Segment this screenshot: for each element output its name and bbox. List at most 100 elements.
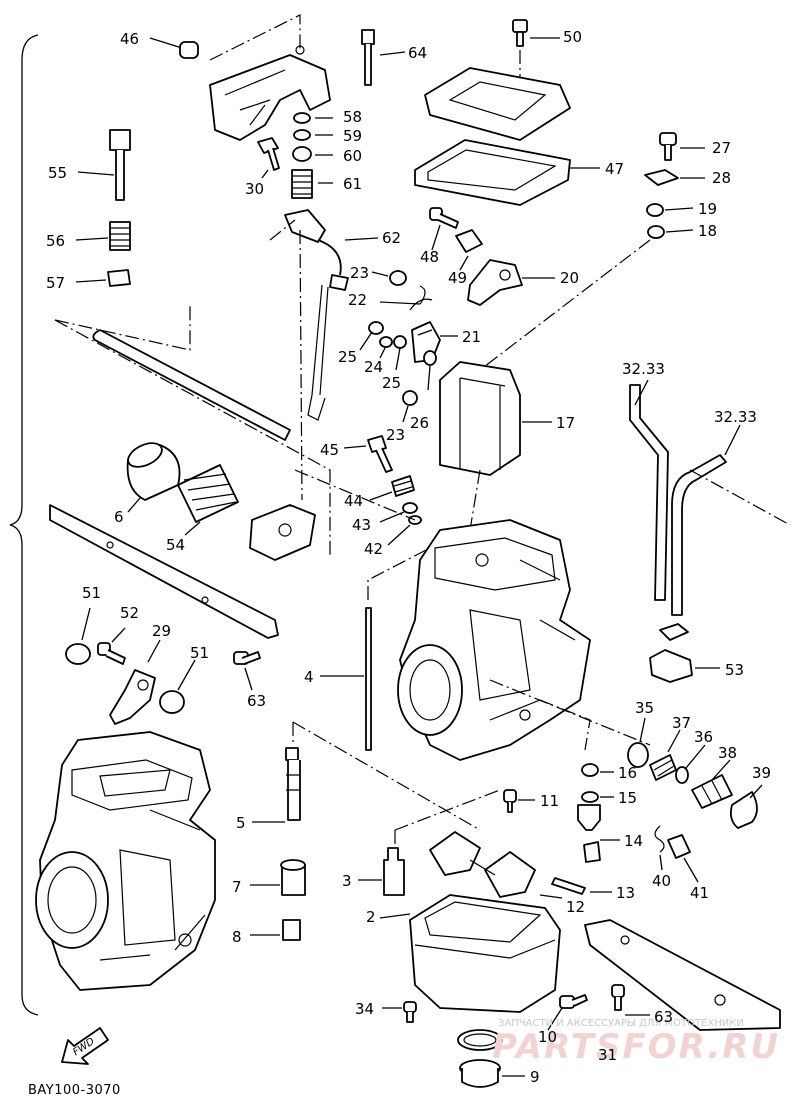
label-40: 40 xyxy=(652,872,671,890)
label-4: 4 xyxy=(304,668,314,686)
label-51b: 51 xyxy=(190,644,209,662)
label-57: 57 xyxy=(46,274,65,292)
sleeve-part-6 xyxy=(126,442,181,501)
label-53: 53 xyxy=(725,661,744,679)
screw-part-48 xyxy=(429,207,459,229)
label-28: 28 xyxy=(712,169,731,187)
needle-jet-part-5 xyxy=(285,747,301,821)
collar-part-46 xyxy=(179,41,199,59)
valve-seat-part-14 xyxy=(577,804,601,863)
washer-part-25b xyxy=(393,335,407,349)
cap-part-35 xyxy=(627,742,649,768)
leader-46 xyxy=(149,37,183,49)
label-38: 38 xyxy=(718,744,737,762)
washer-part-58 xyxy=(293,112,311,124)
label-8: 8 xyxy=(232,928,242,946)
label-39: 39 xyxy=(752,764,771,782)
lever-part-20 xyxy=(467,259,523,306)
label-15: 15 xyxy=(618,789,637,807)
spring-part-37 xyxy=(649,754,677,781)
bushing-part-51b xyxy=(159,690,185,714)
label-44: 44 xyxy=(344,492,363,510)
label-34: 34 xyxy=(355,1000,374,1018)
washer-part-25a xyxy=(368,321,384,335)
washer-part-19 xyxy=(646,203,664,217)
top-cover xyxy=(424,67,571,141)
bracket-part-53 xyxy=(649,623,693,683)
idle-screw-part-55 xyxy=(109,129,131,201)
label-6: 6 xyxy=(114,508,124,526)
pin-part-13 xyxy=(551,877,586,895)
sensor-part-62 xyxy=(284,209,349,291)
label-22: 22 xyxy=(348,291,367,309)
main-jet-part-8 xyxy=(282,919,301,941)
float-part-12 xyxy=(429,831,536,898)
label-17: 17 xyxy=(556,414,575,432)
label-55: 55 xyxy=(48,164,67,182)
screw-part-10 xyxy=(559,994,588,1009)
label-59: 59 xyxy=(343,127,362,145)
cap-part-39 xyxy=(729,791,758,829)
screw-part-34 xyxy=(403,1001,417,1023)
label-9: 9 xyxy=(530,1068,540,1086)
washer-part-57 xyxy=(107,269,131,287)
watermark-text: ЗАПЧАСТИ И АКСЕССУАРЫ ДЛЯ МОТОТЕХНИКИ xyxy=(498,1018,744,1029)
label-31: 31 xyxy=(598,1046,617,1064)
screw-part-52 xyxy=(97,642,126,665)
label-32-33a: 32.33 xyxy=(622,360,665,378)
spring-part-61 xyxy=(291,169,313,199)
label-41: 41 xyxy=(690,884,709,902)
bushing-part-51a xyxy=(65,643,91,665)
drain-plug-part-9 xyxy=(459,1059,501,1088)
throttle-plate xyxy=(249,504,316,561)
label-30: 30 xyxy=(245,180,264,198)
link-bar-right xyxy=(584,919,781,1031)
label-29: 29 xyxy=(152,622,171,640)
diagram-code: BAY100-3070 xyxy=(28,1083,121,1098)
screw-part-30 xyxy=(257,137,280,171)
label-27: 27 xyxy=(712,139,731,157)
label-49: 49 xyxy=(448,269,467,287)
screw-part-63b xyxy=(611,984,625,1011)
washer-part-24 xyxy=(379,336,393,348)
throttle-bracket xyxy=(209,45,331,141)
label-25a: 25 xyxy=(338,348,357,366)
forward-direction-arrow: FWD xyxy=(61,1027,109,1065)
label-54: 54 xyxy=(166,536,185,554)
label-12: 12 xyxy=(566,898,585,916)
lever-part-29 xyxy=(109,669,156,725)
label-16: 16 xyxy=(618,764,637,782)
label-14: 14 xyxy=(624,832,643,850)
label-43: 43 xyxy=(352,516,371,534)
screw-part-27 xyxy=(659,132,677,161)
washer-part-59 xyxy=(293,129,311,141)
label-21: 21 xyxy=(462,328,481,346)
link-bar xyxy=(49,504,279,639)
watermark-logo: PARTSFOR.RU xyxy=(492,1027,780,1067)
label-62: 62 xyxy=(382,229,401,247)
pilot-jet-part-3 xyxy=(383,847,405,896)
assembly-brace xyxy=(9,34,39,1016)
label-23b: 23 xyxy=(386,426,405,444)
label-60: 60 xyxy=(343,147,362,165)
hose-part-32-33a xyxy=(629,384,669,601)
plate-part-28 xyxy=(644,169,679,186)
carburetor-body-left xyxy=(35,731,216,991)
label-20: 20 xyxy=(560,269,579,287)
holder-part-7 xyxy=(280,859,306,896)
washer-part-43 xyxy=(402,502,418,514)
label-35: 35 xyxy=(635,699,654,717)
label-24: 24 xyxy=(364,358,383,376)
label-42: 42 xyxy=(364,540,383,558)
plug-part-41 xyxy=(667,834,691,859)
label-23a: 23 xyxy=(350,264,369,282)
o-ring-part-15 xyxy=(581,791,599,803)
screw-part-50 xyxy=(512,19,528,47)
screw-part-64 xyxy=(361,29,375,86)
screw-part-11 xyxy=(503,789,517,813)
label-26: 26 xyxy=(410,414,429,432)
spring-part-44 xyxy=(391,475,415,497)
label-47: 47 xyxy=(605,160,624,178)
label-56: 56 xyxy=(46,232,65,250)
